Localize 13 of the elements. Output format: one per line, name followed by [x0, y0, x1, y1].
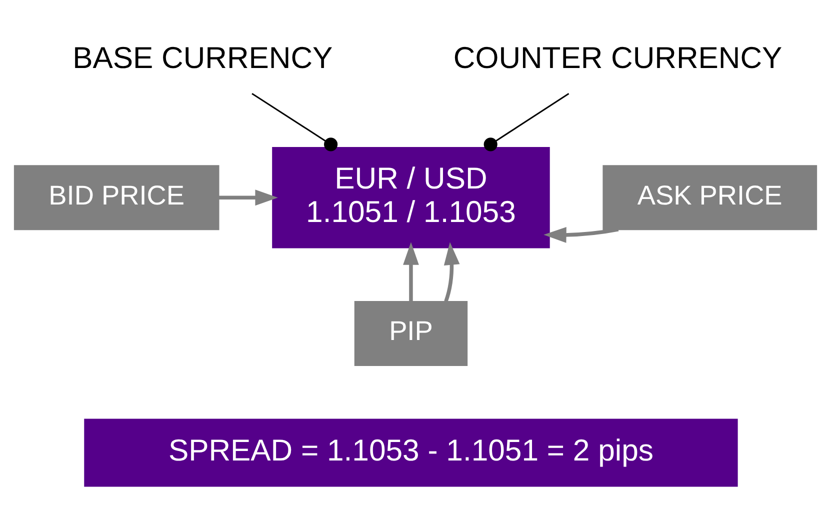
arrow — [544, 227, 619, 243]
node-box: SPREAD = 1.1053 - 1.1051 = 2 pips — [84, 418, 738, 487]
arrow — [403, 242, 419, 302]
connector — [484, 92, 570, 152]
node-text: BASE CURRENCY — [72, 42, 333, 75]
node-box: ASK PRICE — [602, 165, 818, 230]
arrow — [218, 190, 278, 206]
connector — [252, 92, 338, 152]
node-box: EUR / USD 1.1051 / 1.1053 — [272, 147, 550, 248]
node-box: BID PRICE — [14, 165, 220, 230]
node-text: COUNTER CURRENCY — [453, 42, 782, 75]
node-box: PIP — [354, 301, 468, 366]
arrow — [444, 242, 460, 302]
